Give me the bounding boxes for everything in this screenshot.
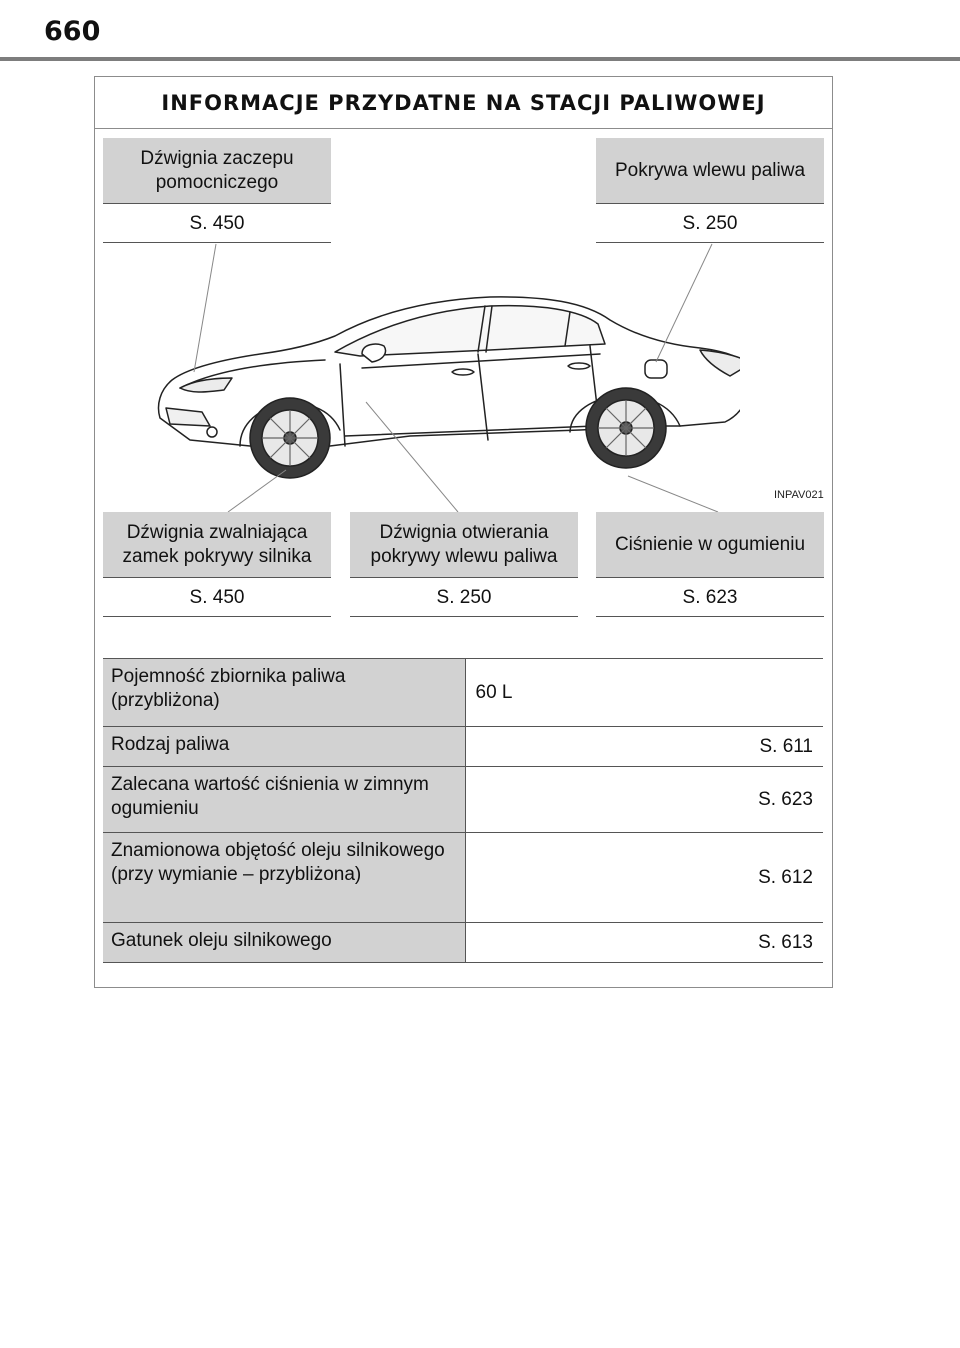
figure-code: INPAV021 — [774, 489, 824, 501]
callout-label: Pokrywa wlewu paliwa — [596, 138, 824, 204]
car-side-illustration — [157, 296, 740, 479]
spec-label: Zalecana wartość ciśnienia w zimnym ogum… — [103, 766, 466, 833]
callout-label: Dźwignia zwalniająca zamek pokrywy silni… — [103, 512, 331, 578]
spec-value[interactable]: S. 612 — [465, 832, 823, 923]
spec-value[interactable]: S. 613 — [465, 922, 823, 963]
callout-page-ref[interactable]: S. 250 — [596, 204, 824, 243]
spec-label: Znamionowa objętość oleju silnikowego (p… — [103, 832, 466, 923]
table-row: Rodzaj paliwa S. 611 — [103, 726, 823, 767]
spec-table: Pojemność zbiornika paliwa (przybliżona)… — [103, 658, 823, 963]
spec-value[interactable]: S. 611 — [465, 726, 823, 767]
table-row: Pojemność zbiornika paliwa (przybliżona)… — [103, 658, 823, 727]
spec-label: Rodzaj paliwa — [103, 726, 466, 767]
callout-hood-lock-release-lever: Dźwignia zwalniająca zamek pokrywy silni… — [103, 512, 331, 617]
callout-label: Ciśnienie w ogumieniu — [596, 512, 824, 578]
header-rule — [0, 57, 960, 61]
info-panel: INFORMACJE PRZYDATNE NA STACJI PALIWOWEJ — [94, 76, 833, 988]
table-row: Zalecana wartość ciśnienia w zimnym ogum… — [103, 766, 823, 833]
callout-tire-pressure: Ciśnienie w ogumieniu S. 623 — [596, 512, 824, 617]
spec-value[interactable]: S. 623 — [465, 766, 823, 833]
table-row: Gatunek oleju silnikowego S. 613 — [103, 922, 823, 963]
callout-page-ref[interactable]: S. 450 — [103, 204, 331, 243]
spec-value: 60 L — [465, 658, 823, 727]
page-number: 660 — [44, 16, 101, 47]
callout-fuel-tank-door: Pokrywa wlewu paliwa S. 250 — [596, 138, 824, 243]
callout-page-ref[interactable]: S. 250 — [350, 578, 578, 617]
callout-label: Dźwignia zaczepu pomocniczego — [103, 138, 331, 204]
callout-page-ref[interactable]: S. 623 — [596, 578, 824, 617]
spec-label: Pojemność zbiornika paliwa (przybliżona) — [103, 658, 466, 727]
table-row: Znamionowa objętość oleju silnikowego (p… — [103, 832, 823, 923]
callout-fuel-door-opener: Dźwignia otwierania pokrywy wlewu paliwa… — [350, 512, 578, 617]
callout-page-ref[interactable]: S. 450 — [103, 578, 331, 617]
spec-label: Gatunek oleju silnikowego — [103, 922, 466, 963]
section-title: INFORMACJE PRZYDATNE NA STACJI PALIWOWEJ — [95, 77, 832, 129]
callout-label: Dźwignia otwierania pokrywy wlewu paliwa — [350, 512, 578, 578]
callout-auxiliary-catch-lever: Dźwignia zaczepu pomocniczego S. 450 — [103, 138, 331, 243]
